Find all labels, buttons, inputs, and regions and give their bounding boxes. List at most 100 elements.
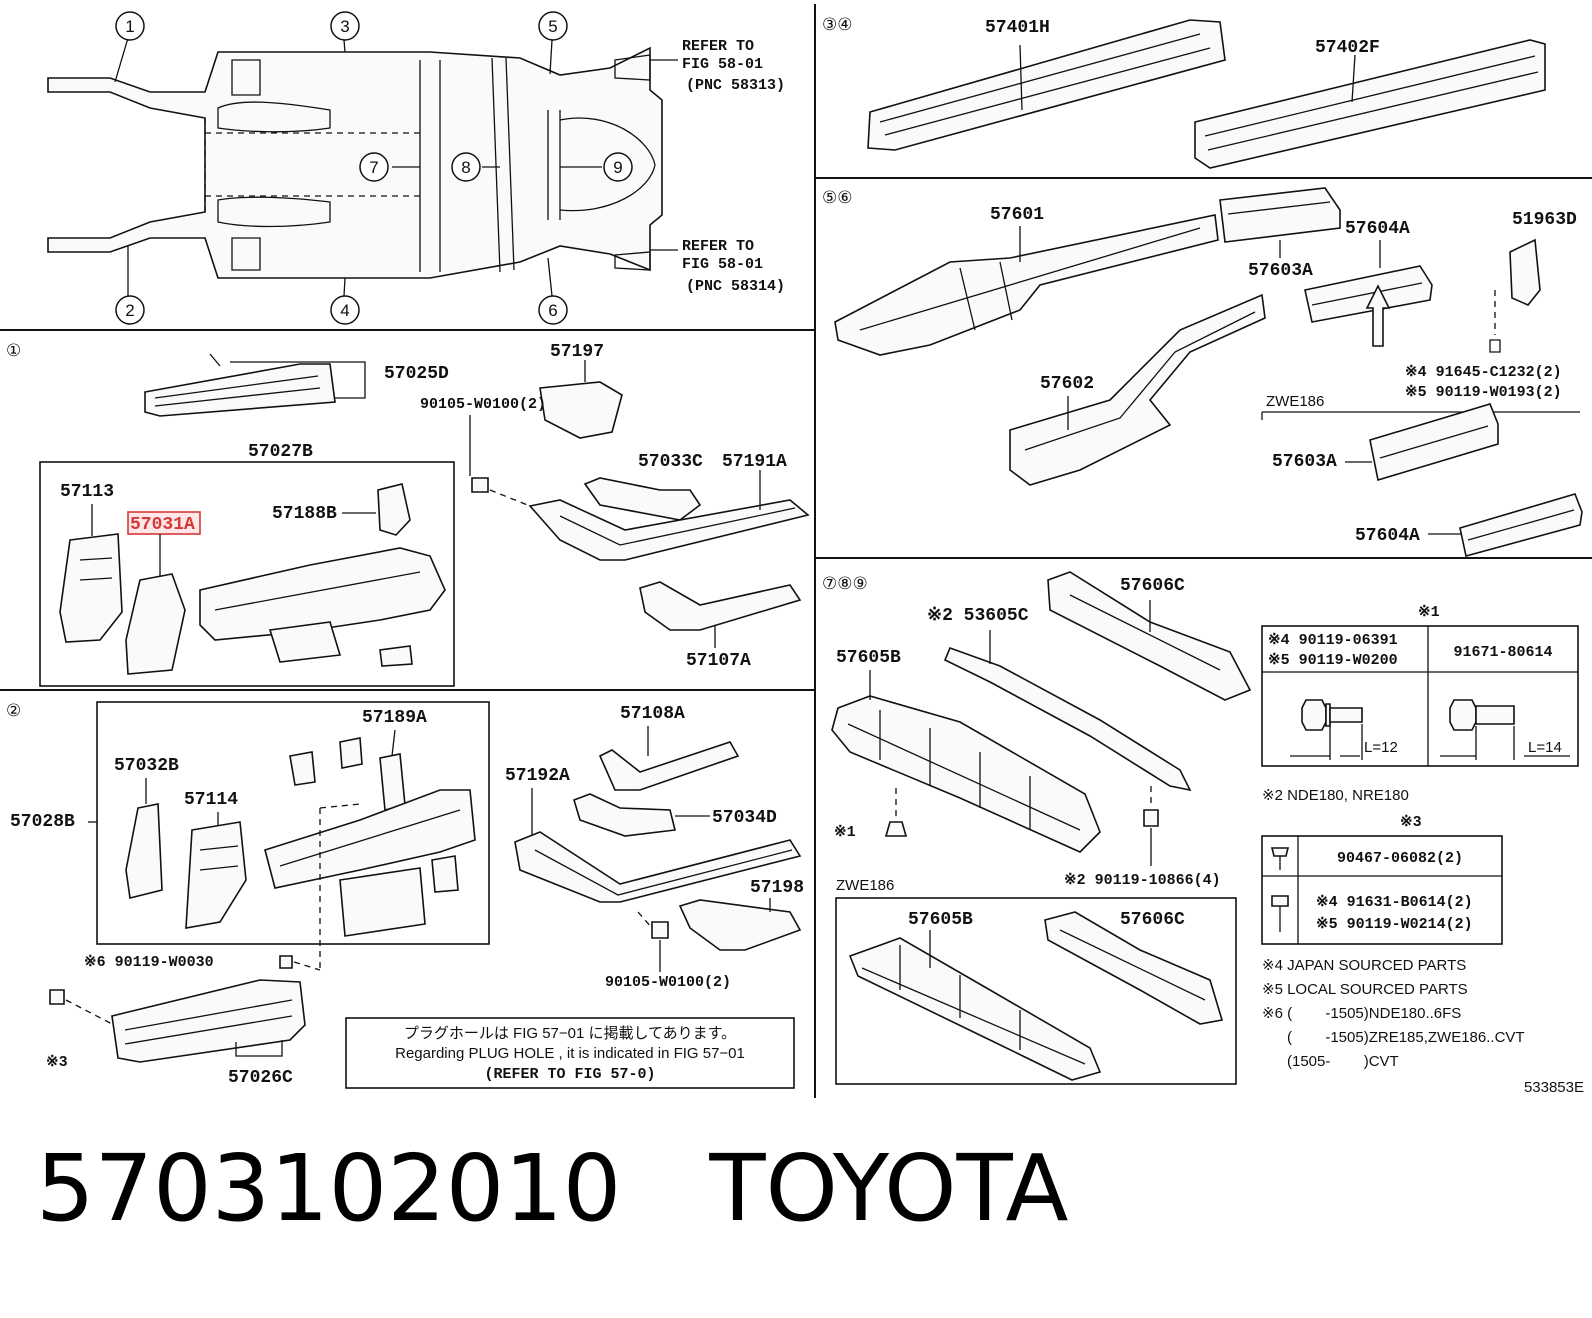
part-57606C-drawing bbox=[1047, 571, 1252, 701]
label-57606C-zwe: 57606C bbox=[1120, 910, 1185, 930]
label-57028B: 57028B bbox=[10, 812, 75, 832]
svg-text:4: 4 bbox=[340, 301, 349, 320]
section-header-2: ② bbox=[6, 701, 21, 720]
circle-label-1: 1 bbox=[115, 11, 145, 41]
svg-text:REFER TO: REFER TO bbox=[682, 238, 754, 255]
k1-left-line1: ※4 90119-06391 bbox=[1268, 632, 1398, 649]
k1-len-left: L=12 bbox=[1364, 739, 1398, 756]
section-header-789: ⑦⑧⑨ bbox=[822, 574, 868, 593]
label-57606C: 57606C bbox=[1120, 576, 1185, 596]
part-57603A-zwe-drawing bbox=[1369, 403, 1499, 482]
label-57401H: 57401H bbox=[985, 18, 1050, 38]
label-57031A: 57031A bbox=[130, 515, 195, 535]
k3-row2-line2: ※5 90119-W0214(2) bbox=[1316, 916, 1473, 933]
k2-note: ※2 NDE180, NRE180 bbox=[1262, 787, 1409, 804]
label-57025D: 57025D bbox=[384, 364, 449, 384]
part-57402F-drawing bbox=[1194, 39, 1546, 169]
svg-text:(PNC 58313): (PNC 58313) bbox=[686, 77, 785, 94]
svg-text:REFER TO: REFER TO bbox=[682, 38, 754, 55]
part-57031A-drawing bbox=[125, 573, 186, 675]
part-57606C-zwe-drawing bbox=[1044, 911, 1224, 1025]
label-57188B: 57188B bbox=[272, 504, 337, 524]
bolt-b-drawing bbox=[637, 911, 669, 972]
k3-table-title: ※3 bbox=[1400, 814, 1422, 831]
circle-label-7: 7 bbox=[359, 152, 389, 182]
part-57025D-drawing bbox=[144, 353, 366, 417]
part-57601-drawing bbox=[834, 214, 1219, 356]
part-57034D-drawing bbox=[573, 793, 676, 837]
figure-id: 533853E bbox=[1524, 1079, 1584, 1096]
circle-label-9: 9 bbox=[603, 152, 633, 182]
part-number: 5703102010 bbox=[36, 1134, 622, 1242]
svg-text:FIG 58-01: FIG 58-01 bbox=[682, 256, 763, 273]
label-57197: 57197 bbox=[550, 342, 604, 362]
refer-note-bottom: REFER TO FIG 58-01 (PNC 58314) bbox=[682, 238, 785, 295]
part-57188B-drawing bbox=[377, 483, 411, 536]
part-57026C-drawing bbox=[49, 979, 306, 1063]
circle-label-2: 2 bbox=[115, 295, 145, 325]
label-57603A: 57603A bbox=[1248, 261, 1313, 281]
svg-text:(PNC 58314): (PNC 58314) bbox=[686, 278, 785, 295]
svg-text:3: 3 bbox=[340, 17, 349, 36]
label-57113: 57113 bbox=[60, 482, 114, 502]
part-57108A-drawing bbox=[598, 741, 740, 791]
k1-table-title: ※1 bbox=[1418, 604, 1440, 621]
part-57605B-zwe-drawing bbox=[848, 937, 1102, 1081]
bolt-k2-drawing bbox=[1143, 786, 1159, 866]
label-bolt-k2-90119: ※2 90119-10866(4) bbox=[1064, 872, 1221, 889]
label-57603A-zwe: 57603A bbox=[1272, 452, 1337, 472]
inner-box-zwe186 bbox=[835, 897, 1237, 1085]
label-zwe186: ZWE186 bbox=[1266, 393, 1324, 410]
circle-label-8: 8 bbox=[451, 152, 481, 182]
plug-hole-note: プラグホールは FIG 57−01 に掲載してあります。 Regarding P… bbox=[345, 1017, 795, 1089]
part-57027B-drawing bbox=[199, 547, 446, 667]
part-57401H-drawing bbox=[867, 19, 1226, 151]
footnote-2: ※5 LOCAL SOURCED PARTS bbox=[1262, 981, 1468, 998]
label-57605B-zwe: 57605B bbox=[908, 910, 973, 930]
arrow-up bbox=[1365, 284, 1391, 347]
label-57027B: 57027B bbox=[248, 442, 313, 462]
plug-note-jp: プラグホールは FIG 57−01 に掲載してあります。 bbox=[404, 1025, 736, 1042]
footnote-3: ※6 ( -1505)NDE180..6FS bbox=[1262, 1005, 1461, 1022]
label-57034D: 57034D bbox=[712, 808, 777, 828]
part-57198-drawing bbox=[678, 899, 802, 951]
circle-label-5: 5 bbox=[538, 11, 568, 41]
svg-text:9: 9 bbox=[613, 158, 622, 177]
part-57107A-drawing bbox=[639, 581, 802, 631]
label-53605C: ※2 53605C bbox=[927, 606, 1029, 626]
plug-note-en: Regarding PLUG HOLE , it is indicated in… bbox=[395, 1045, 745, 1062]
part-53605C-drawing bbox=[943, 630, 1192, 792]
highlight-box-57031A bbox=[127, 511, 201, 535]
part-57602-drawing bbox=[1009, 293, 1266, 486]
svg-text:FIG 58-01: FIG 58-01 bbox=[682, 56, 763, 73]
label-57192A: 57192A bbox=[505, 766, 570, 786]
label-57033C: 57033C bbox=[638, 452, 703, 472]
part-57191A-drawing bbox=[528, 499, 810, 561]
product-caption: 5703102010 TOYOTA bbox=[36, 1135, 1069, 1242]
part-57197-drawing bbox=[539, 360, 623, 439]
footnotes: ※4 JAPAN SOURCED PARTS ※5 LOCAL SOURCED … bbox=[1262, 957, 1525, 1070]
part-57603A-drawing bbox=[1219, 187, 1341, 243]
inner-box-57027B bbox=[39, 461, 455, 687]
label-57602: 57602 bbox=[1040, 374, 1094, 394]
part-51963D-drawing bbox=[1489, 238, 1541, 353]
label-57114: 57114 bbox=[184, 790, 238, 810]
footnote-5: (1505- )CVT bbox=[1262, 1053, 1399, 1070]
footnote-1: ※4 JAPAN SOURCED PARTS bbox=[1262, 957, 1466, 974]
bolt-k6-drawing bbox=[279, 955, 321, 971]
part-57192A-drawing bbox=[514, 831, 802, 903]
label-bolt-k6-90119: ※6 90119-W0030 bbox=[84, 954, 214, 971]
section-header-56: ⑤⑥ bbox=[822, 188, 852, 207]
k1-table: ※4 90119-06391 ※5 90119-W0200 91671-8061… bbox=[1261, 625, 1579, 767]
k3-row2-line1: ※4 91631-B0614(2) bbox=[1316, 894, 1473, 911]
label-57402F: 57402F bbox=[1315, 38, 1380, 58]
label-57601: 57601 bbox=[990, 205, 1044, 225]
k1-left-line2: ※5 90119-W0200 bbox=[1268, 652, 1398, 669]
label-57107A: 57107A bbox=[686, 651, 751, 671]
note-k5-90119-w0193: ※5 90119-W0193(2) bbox=[1405, 384, 1562, 401]
label-51963D: 51963D bbox=[1512, 210, 1577, 230]
circle-label-4: 4 bbox=[330, 295, 360, 325]
footnote-4: ( -1505)ZRE185,ZWE186..CVT bbox=[1262, 1029, 1525, 1046]
plug-note-refer: (REFER TO FIG 57-0) bbox=[484, 1066, 655, 1083]
svg-text:8: 8 bbox=[461, 158, 470, 177]
